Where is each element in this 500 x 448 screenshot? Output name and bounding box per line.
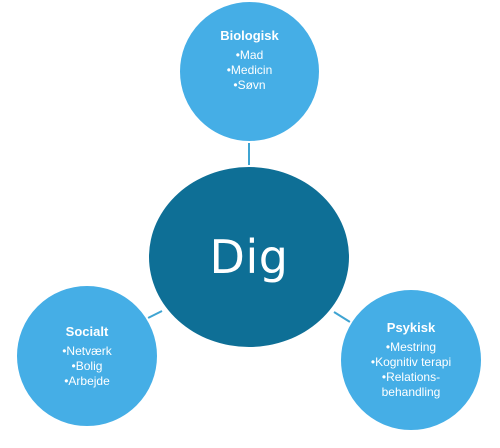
node-biologisk-title: Biologisk [220,28,279,43]
node-psykisk: Psykisk •Mestring •Kognitiv terapi •Rela… [339,288,483,432]
list-item: •Mad [235,48,264,62]
node-socialt-content: Socialt •Netværk •Bolig •Arbejde [62,324,112,389]
list-item: •Søvn [233,78,266,92]
center-label: Dig [209,230,289,284]
list-item: behandling [381,385,441,399]
node-psykisk-list: •Mestring •Kognitiv terapi •Relations- b… [371,340,451,400]
list-item: •Arbejde [64,373,110,388]
connector-psykisk [333,311,351,323]
list-item: •Kognitiv terapi [370,355,452,369]
node-socialt-title: Socialt [65,323,109,339]
connector-socialt [147,310,163,319]
node-biologisk-content: Biologisk •Mad •Medicin •Søvn [220,28,279,93]
node-socialt-list: •Netværk •Bolig •Arbejde [62,344,112,389]
node-biologisk-list: •Mad •Medicin •Søvn [220,48,279,93]
node-center: Dig [147,165,351,349]
node-biologisk: Biologisk •Mad •Medicin •Søvn [178,0,321,143]
node-psykisk-content: Psykisk •Mestring •Kognitiv terapi •Rela… [371,320,451,400]
list-item: •Bolig [71,358,103,373]
list-item: •Medicin [226,63,273,77]
node-psykisk-title: Psykisk [386,320,436,335]
list-item: •Mestring [385,340,437,354]
list-item: •Netværk [62,343,112,358]
node-socialt: Socialt •Netværk •Bolig •Arbejde [15,284,159,428]
list-item: •Relations- [381,370,441,384]
